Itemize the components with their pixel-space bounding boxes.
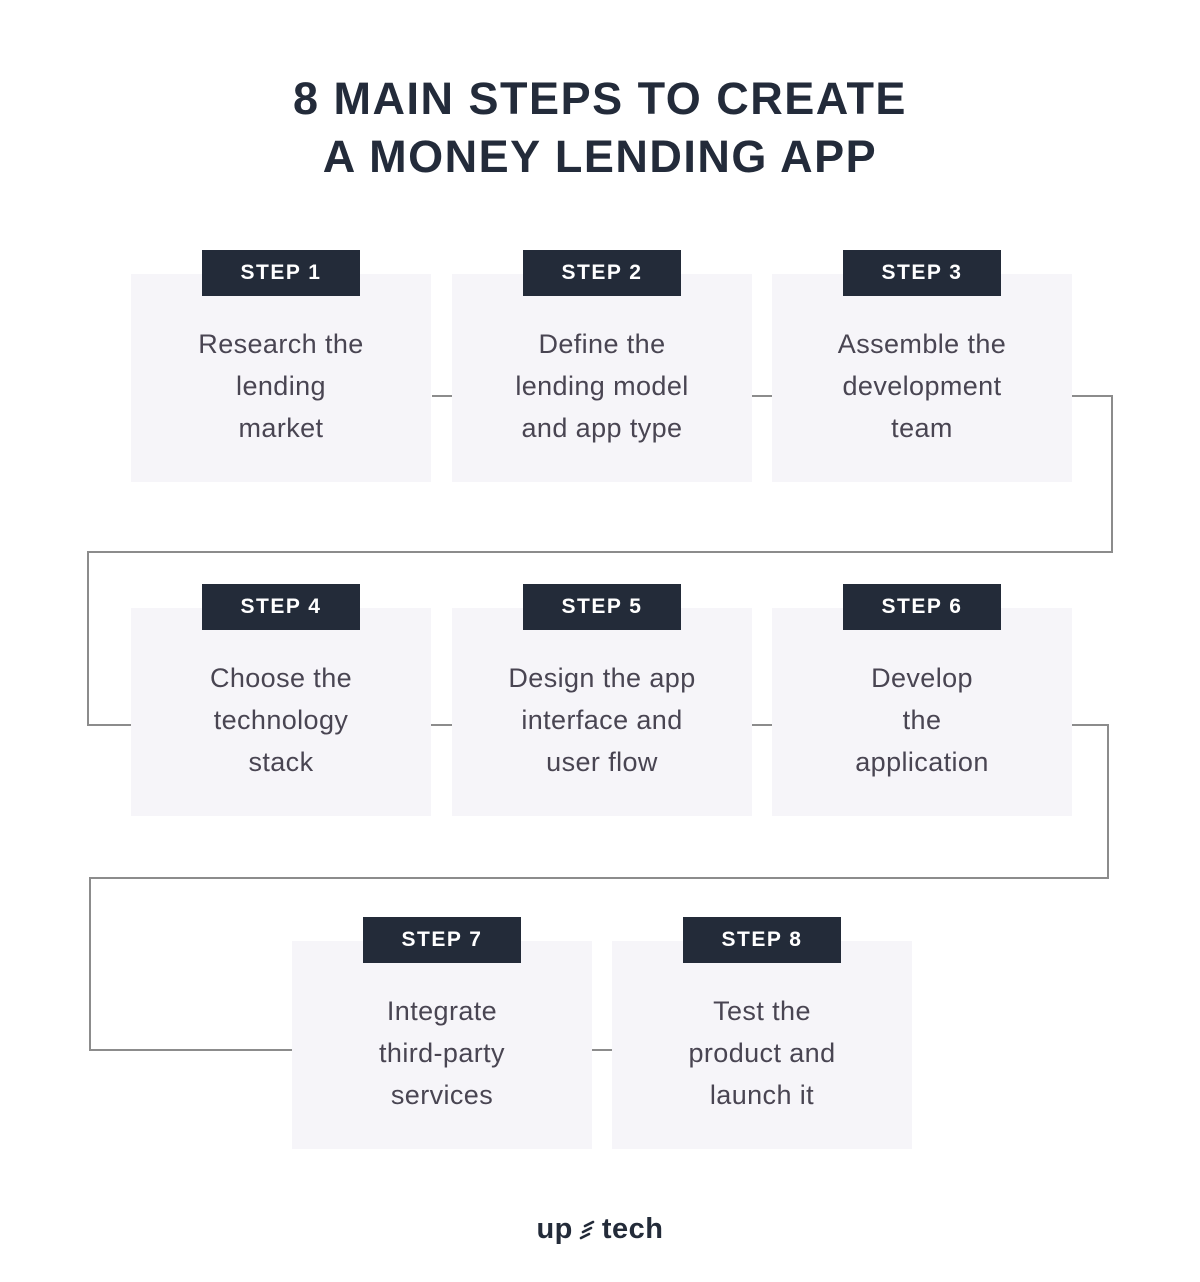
connector-line <box>89 724 1109 1051</box>
step-badge: STEP 7 <box>363 917 521 963</box>
step-card: STEP 6 Develop the application <box>772 584 1072 816</box>
step-card: STEP 7 Integrate third-party services <box>292 917 592 1149</box>
step-description: Research the lending market <box>198 329 364 443</box>
connector-line <box>87 395 1113 726</box>
step-description: Assemble the development team <box>837 329 1007 443</box>
step-description: Define the lending model and app type <box>515 329 689 443</box>
step-description: Test the product and launch it <box>688 996 836 1110</box>
logo-text-tech: tech <box>601 1213 664 1245</box>
step-card: STEP 8 Test the product and launch it <box>612 917 912 1149</box>
step-card: STEP 4 Choose the technology stack <box>131 584 431 816</box>
step-description: Design the app interface and user flow <box>508 663 696 777</box>
uptech-logo: up tech <box>0 1213 1200 1246</box>
step-badge: STEP 6 <box>843 584 1001 630</box>
step-badge: STEP 3 <box>843 250 1001 296</box>
step-badge: STEP 4 <box>202 584 360 630</box>
step-card: STEP 3 Assemble the development team <box>772 250 1072 482</box>
step-badge: STEP 2 <box>523 250 681 296</box>
step-card: STEP 5 Design the app interface and user… <box>452 584 752 816</box>
step-badge: STEP 5 <box>523 584 681 630</box>
page-title: 8 MAIN STEPS TO CREATE A MONEY LENDING A… <box>293 73 907 182</box>
step-card: STEP 2 Define the lending model and app … <box>452 250 752 482</box>
step-description: Develop the application <box>855 663 989 777</box>
step-description: Integrate third-party services <box>379 996 505 1110</box>
step-description: Choose the technology stack <box>209 663 353 777</box>
step-badge: STEP 8 <box>683 917 841 963</box>
step-card: STEP 1 Research the lending market <box>131 250 431 482</box>
staircase-icon <box>579 1220 595 1239</box>
step-badge: STEP 1 <box>202 250 360 296</box>
logo-text-up: up <box>536 1213 573 1245</box>
